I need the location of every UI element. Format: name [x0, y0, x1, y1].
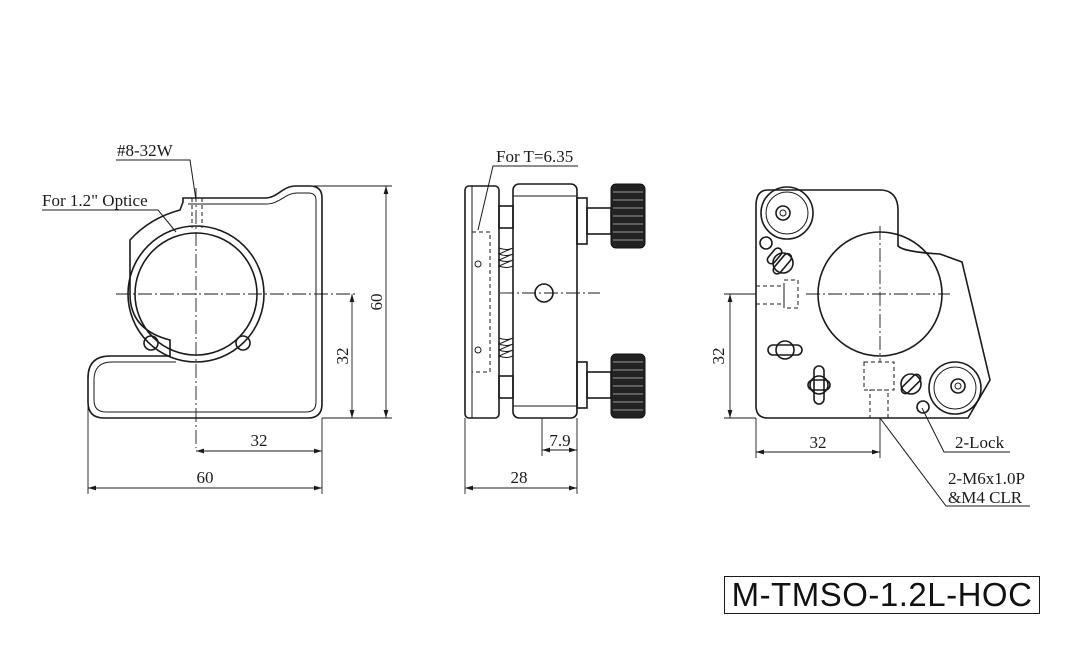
lock-label: 2-Lock — [955, 433, 1005, 452]
optic-retainer-side — [471, 231, 491, 373]
front-view: #8-32W For 1.2" Optice 60 32 32 60 — [42, 141, 392, 494]
rear-plate-outline — [755, 189, 991, 419]
thickness-leader — [477, 165, 578, 231]
lock-lever-lower — [900, 373, 922, 395]
mount-leader — [879, 417, 1030, 507]
thread-label: #8-32W — [117, 141, 174, 160]
mount-label-line1: 2-M6x1.0P — [948, 469, 1025, 488]
lock-lever-upper — [766, 247, 794, 275]
adjuster-hex-lower — [950, 378, 966, 394]
adjuster-hex-upper — [775, 205, 791, 221]
thickness-label: For T=6.35 — [496, 147, 573, 166]
mount-slot-upper — [767, 340, 803, 360]
tapped-hole-side — [755, 285, 785, 305]
dim-front-center-height: 32 — [333, 348, 352, 365]
thread-leader — [116, 159, 197, 201]
front-plate-inner-edge — [93, 192, 317, 413]
adjuster-wheel-upper — [760, 186, 814, 240]
model-number: M-TMSO-1.2L-HOC — [724, 576, 1040, 614]
spring-lower — [497, 337, 514, 358]
adjuster-wheel-lower — [928, 361, 982, 415]
retaining-pin-left — [143, 335, 159, 351]
retaining-pin-right — [235, 335, 251, 351]
dim-front-center-width: 32 — [251, 431, 268, 450]
optic-label: For 1.2" Optice — [42, 191, 148, 210]
mount-label-line2: &M4 CLR — [948, 488, 1023, 507]
spring-upper — [497, 247, 514, 268]
dim-rear-center-height: 32 — [709, 348, 728, 365]
rear-view: 2-Lock 2-M6x1.0P &M4 CLR 32 32 — [709, 186, 1030, 507]
tapped-hole-bottom — [869, 389, 889, 419]
lock-leader — [921, 407, 1010, 453]
dim-front-height: 60 — [367, 294, 386, 311]
dim-front-width: 60 — [197, 468, 214, 487]
front-plate-side — [464, 185, 500, 419]
rear-plate-side — [512, 183, 578, 419]
front-plate-outline — [87, 185, 323, 419]
mount-slot-lower — [807, 365, 831, 405]
optic-leader — [42, 209, 177, 233]
dim-side-offset: 7.9 — [549, 431, 570, 450]
dim-side-depth: 28 — [511, 468, 528, 487]
dim-rear-center-width: 32 — [810, 433, 827, 452]
side-view: For T=6.35 7.9 28 — [464, 147, 646, 494]
